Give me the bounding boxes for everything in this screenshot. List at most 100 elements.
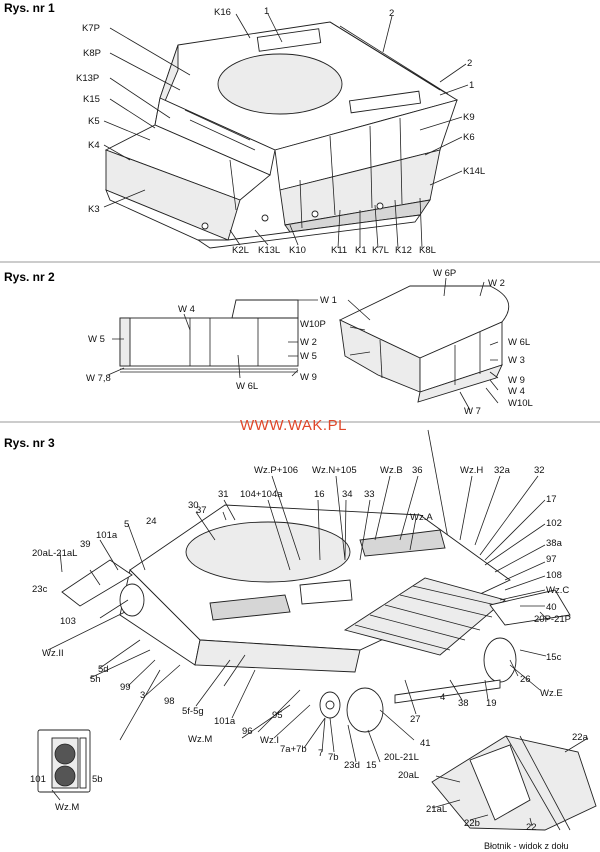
fig3-label-5f-5g: 5f-5g [182, 706, 204, 717]
fig3-label-3: 3 [140, 690, 145, 701]
fig1-label-K13P: K13P [76, 73, 99, 84]
fig2-label-W6La: W 6L [508, 337, 530, 348]
fig3-label-104-104a: 104+104a [240, 489, 283, 500]
fig3-label-32: 32 [534, 465, 545, 476]
fig3-label-WzN105: Wz.N+105 [312, 465, 357, 476]
figure-3-title: Rys. nr 3 [4, 436, 55, 450]
fig3-label-95: 95 [272, 710, 283, 721]
fig3-label-38a: 38a [546, 538, 563, 549]
fig3-label-16: 16 [314, 489, 325, 500]
fig3-label-40: 40 [546, 602, 557, 613]
fig1-label-1b: 1 [469, 80, 474, 91]
fig3-label-24: 24 [146, 516, 157, 527]
fig3-label-20P-21P: 20P-21P [534, 614, 571, 625]
fig2-label-W2a: W 2 [488, 278, 505, 289]
fig3-label-27: 27 [410, 714, 421, 725]
fig2-label-W9b: W 9 [508, 375, 525, 386]
fig3-label-22b: 22b [464, 818, 480, 829]
fig3-label-30: 30 [188, 500, 199, 511]
fig3-label-37: 37 [196, 505, 207, 516]
figure-2-right-part [338, 277, 510, 411]
fig3-label-23c: 23c [32, 584, 48, 595]
fig3-label-101a-top: 101a [96, 530, 118, 541]
fig3-label-38: 38 [458, 698, 469, 709]
watermark-text: WWW.WAK.PL [240, 417, 347, 434]
fig3-label-5h: 5h [90, 674, 101, 685]
figure-3-hull-drawing [47, 429, 597, 831]
fig1-label-K15: K15 [83, 94, 100, 105]
inset-label-5b: 5b [92, 774, 103, 785]
fig1-label-K6: K6 [463, 132, 475, 143]
fig3-label-33: 33 [364, 489, 375, 500]
fig3-label-31: 31 [218, 489, 229, 500]
fig3-label-97: 97 [546, 554, 557, 565]
figure-2-left-part [107, 299, 318, 379]
fig3-label-23d: 23d [344, 760, 360, 771]
fig1-label-K8P: K8P [83, 48, 101, 59]
fig3-label-19: 19 [486, 698, 497, 709]
fig2-label-W4: W 4 [178, 304, 195, 315]
fig1-label-K11: K11 [331, 245, 347, 256]
fig1-label-1a: 1 [264, 6, 269, 17]
fig1-label-K14L: K14L [463, 166, 485, 177]
fig2-label-W3: W 3 [508, 355, 525, 366]
fig3-label-21aL: 21aL [426, 804, 447, 815]
figure-2-labels: W 6P W 2 W 1 W 4 W10P W 5 W 2 W 6L W 5 W… [86, 268, 533, 417]
fig1-label-K12: K12 [395, 245, 412, 256]
fender-caption: Błotnik - widok z dołu [484, 841, 569, 851]
fig2-label-W1: W 1 [320, 295, 337, 306]
fig3-label-36: 36 [412, 465, 423, 476]
fig3-label-26: 26 [520, 674, 531, 685]
fig3-label-98: 98 [164, 696, 175, 707]
fig3-label-22: 22 [526, 822, 537, 833]
fig2-label-W4b: W 4 [508, 386, 525, 397]
fig3-label-WzB: Wz.B [380, 465, 403, 476]
fig2-label-W6P: W 6P [433, 268, 456, 279]
figure-3-labels: Wz.P+106 Wz.N+105 Wz.B 36 Wz.H 32a 32 31… [32, 465, 589, 833]
inset-label-WzM: Wz.M [55, 802, 79, 813]
fig2-label-W9a: W 9 [300, 372, 317, 383]
figure-1-labels: K16 1 2 K7P K8P 2 1 K13P K15 K9 K5 K6 K4… [76, 6, 485, 256]
fig3-label-WzM: Wz.M [188, 734, 212, 745]
fig3-label-5d: 5d [98, 664, 109, 675]
figure-1-title: Rys. nr 1 [4, 1, 55, 15]
fig3-label-WzH: Wz.H [460, 465, 483, 476]
fig1-label-K7P: K7P [82, 23, 100, 34]
fig3-label-WzII: Wz.II [42, 648, 64, 659]
fig1-label-K8L: K8L [419, 245, 436, 256]
fig2-label-W6Lb: W 6L [236, 381, 258, 392]
fig2-label-W7: W 7 [464, 406, 481, 417]
fig1-label-K4: K4 [88, 140, 100, 151]
fig3-label-103: 103 [60, 616, 76, 627]
fig1-label-K10: K10 [289, 245, 306, 256]
fig3-label-20aL: 20aL [398, 770, 419, 781]
fig3-label-34: 34 [342, 489, 353, 500]
fig3-label-15: 15 [366, 760, 377, 771]
fig1-label-K7L: K7L [372, 245, 389, 256]
fig1-label-2a: 2 [389, 8, 394, 19]
fig3-label-15c: 15c [546, 652, 562, 663]
fig3-label-32a: 32a [494, 465, 511, 476]
fig1-label-2b: 2 [467, 58, 472, 69]
fig1-label-K3: K3 [88, 204, 100, 215]
figure-2-title: Rys. nr 2 [4, 270, 55, 284]
fig1-label-K1: K1 [355, 245, 367, 256]
fig2-label-W78: W 7,8 [86, 373, 111, 384]
fig3-label-22a: 22a [572, 732, 589, 743]
fig3-label-39: 39 [80, 539, 91, 550]
fig2-label-W5a: W 5 [88, 334, 105, 345]
fig1-label-K13L: K13L [258, 245, 280, 256]
fig3-label-96: 96 [242, 726, 253, 737]
fig2-label-W5b: W 5 [300, 351, 317, 362]
fig3-label-4: 4 [440, 692, 445, 703]
fig3-label-99: 99 [120, 682, 131, 693]
fig3-label-7b: 7b [328, 752, 339, 763]
figure-3-inset: 101 5b Wz.M [30, 729, 103, 813]
inset-label-101: 101 [30, 774, 46, 785]
fig3-label-101a-bottom: 101a [214, 716, 236, 727]
fig3-label-41: 41 [420, 738, 431, 749]
fig1-label-K16: K16 [214, 7, 231, 18]
fig3-label-17: 17 [546, 494, 557, 505]
fig3-label-108: 108 [546, 570, 562, 581]
